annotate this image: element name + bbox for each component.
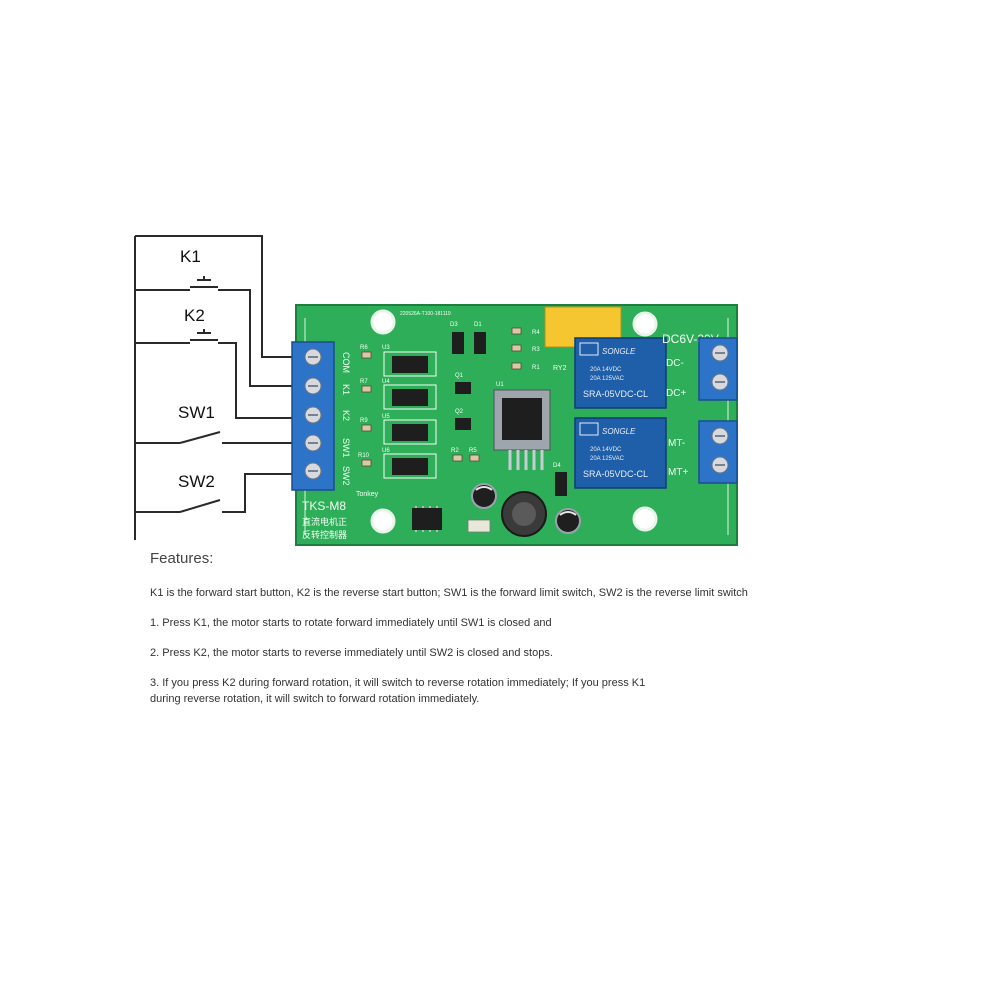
inductor — [501, 491, 547, 537]
feature-item-2: 2. Press K2, the motor starts to reverse… — [150, 647, 553, 659]
external-wiring — [134, 235, 300, 540]
relay-2-model: SRA-05VDC-CL — [583, 469, 648, 479]
ref-u6: U6 — [382, 448, 390, 454]
dc-plus-label: DC+ — [666, 388, 686, 399]
k2-button-symbol — [190, 329, 218, 341]
relay-1-brand: SONGLE — [602, 347, 636, 356]
diodes-top — [452, 332, 486, 354]
mounting-hole — [632, 311, 658, 337]
capacitor-right — [555, 508, 581, 534]
ref-r4: R4 — [532, 330, 540, 336]
ref-ry2: RY2 — [553, 365, 567, 372]
diode-d4 — [555, 472, 567, 496]
dc-minus-label: DC- — [666, 358, 684, 369]
ref-r6: R6 — [360, 345, 368, 351]
com-wire — [135, 235, 300, 358]
resistors-left — [361, 351, 372, 467]
board-cn-title-2: 反转控制器 — [302, 529, 347, 540]
relay-1 — [574, 337, 667, 409]
ref-r5: R5 — [469, 448, 477, 454]
features-heading: Features: — [150, 550, 214, 567]
mounting-hole — [370, 508, 396, 534]
k1-label: K1 — [180, 247, 201, 266]
power-terminal-block — [698, 337, 738, 401]
ref-r2: R2 — [451, 448, 459, 454]
pin-label-com: COM — [341, 352, 351, 373]
ref-r9: R9 — [360, 418, 368, 424]
optocouplers — [383, 351, 437, 479]
pin-label-sw2: SW2 — [341, 466, 351, 486]
mounting-hole — [632, 506, 658, 532]
capacitor-left — [471, 483, 497, 509]
pin-label-sw1: SW1 — [341, 438, 351, 458]
relay-1-model: SRA-05VDC-CL — [583, 389, 648, 399]
board-cn-title-1: 直流电机正 — [302, 516, 347, 527]
ref-r1: R1 — [532, 365, 540, 371]
pin-label-k2: K2 — [341, 410, 351, 421]
ref-d3: D3 — [450, 322, 458, 328]
ic-u2 — [412, 506, 442, 532]
relay-1-spec2: 20A 125VAC — [590, 376, 625, 382]
relay-2-brand: SONGLE — [602, 427, 636, 436]
k2-wire-right — [218, 342, 300, 419]
board-brand: Tonkey — [356, 491, 379, 498]
feature-item-3-line-1: 3. If you press K2 during forward rotati… — [150, 677, 646, 689]
ref-r3: R3 — [532, 347, 540, 353]
wiring-diagram: K1 K2 SW1 SW2 220526A-T100-181119 COM — [134, 235, 738, 546]
sw1-label: SW1 — [178, 403, 215, 422]
relay-2 — [574, 417, 667, 489]
ref-u4: U4 — [382, 379, 390, 385]
k1-wire-right — [218, 289, 300, 387]
ref-q1: Q1 — [455, 373, 464, 379]
mounting-hole — [370, 309, 396, 335]
feature-item-1: 1. Press K1, the motor starts to rotate … — [150, 617, 552, 629]
sw1-switch-symbol — [179, 431, 221, 444]
features-description: K1 is the forward start button, K2 is th… — [150, 587, 748, 599]
feature-item-3: 3. If you press K2 during forward rotati… — [150, 675, 870, 707]
relay-1-spec1: 20A 14VDC — [590, 367, 622, 373]
ref-r10: R10 — [358, 453, 370, 459]
sw2-switch-symbol — [179, 499, 221, 513]
input-terminal-block — [291, 341, 335, 491]
ref-u1: U1 — [496, 382, 504, 388]
ref-r7: R7 — [360, 379, 368, 385]
relay-2-spec1: 20A 14VDC — [590, 447, 622, 453]
feature-item-3-line-2: during reverse rotation, it will switch … — [150, 693, 480, 705]
ref-u3: U3 — [382, 345, 390, 351]
voltage-regulator-u1 — [493, 389, 551, 470]
transistors — [455, 382, 471, 430]
small-capacitor — [467, 519, 491, 533]
ref-d4: D4 — [553, 463, 561, 469]
mt-minus-label: MT- — [668, 438, 685, 449]
k1-button-symbol — [190, 276, 218, 288]
board-serial: 220526A-T100-181119 — [400, 311, 451, 317]
features-section: Features: K1 is the forward start button… — [150, 550, 870, 721]
relay-2-spec2: 20A 125VAC — [590, 456, 625, 462]
k2-label: K2 — [184, 306, 205, 325]
resistors-right — [452, 327, 522, 462]
sw2-wire-right — [222, 473, 300, 513]
ref-u5: U5 — [382, 414, 390, 420]
board-model: TKS-M8 — [302, 499, 346, 513]
mt-plus-label: MT+ — [668, 467, 688, 478]
sw2-label: SW2 — [178, 472, 215, 491]
pin-label-k1: K1 — [341, 384, 351, 395]
ref-d1: D1 — [474, 322, 482, 328]
ref-q2: Q2 — [455, 409, 464, 415]
motor-terminal-block — [698, 420, 738, 484]
